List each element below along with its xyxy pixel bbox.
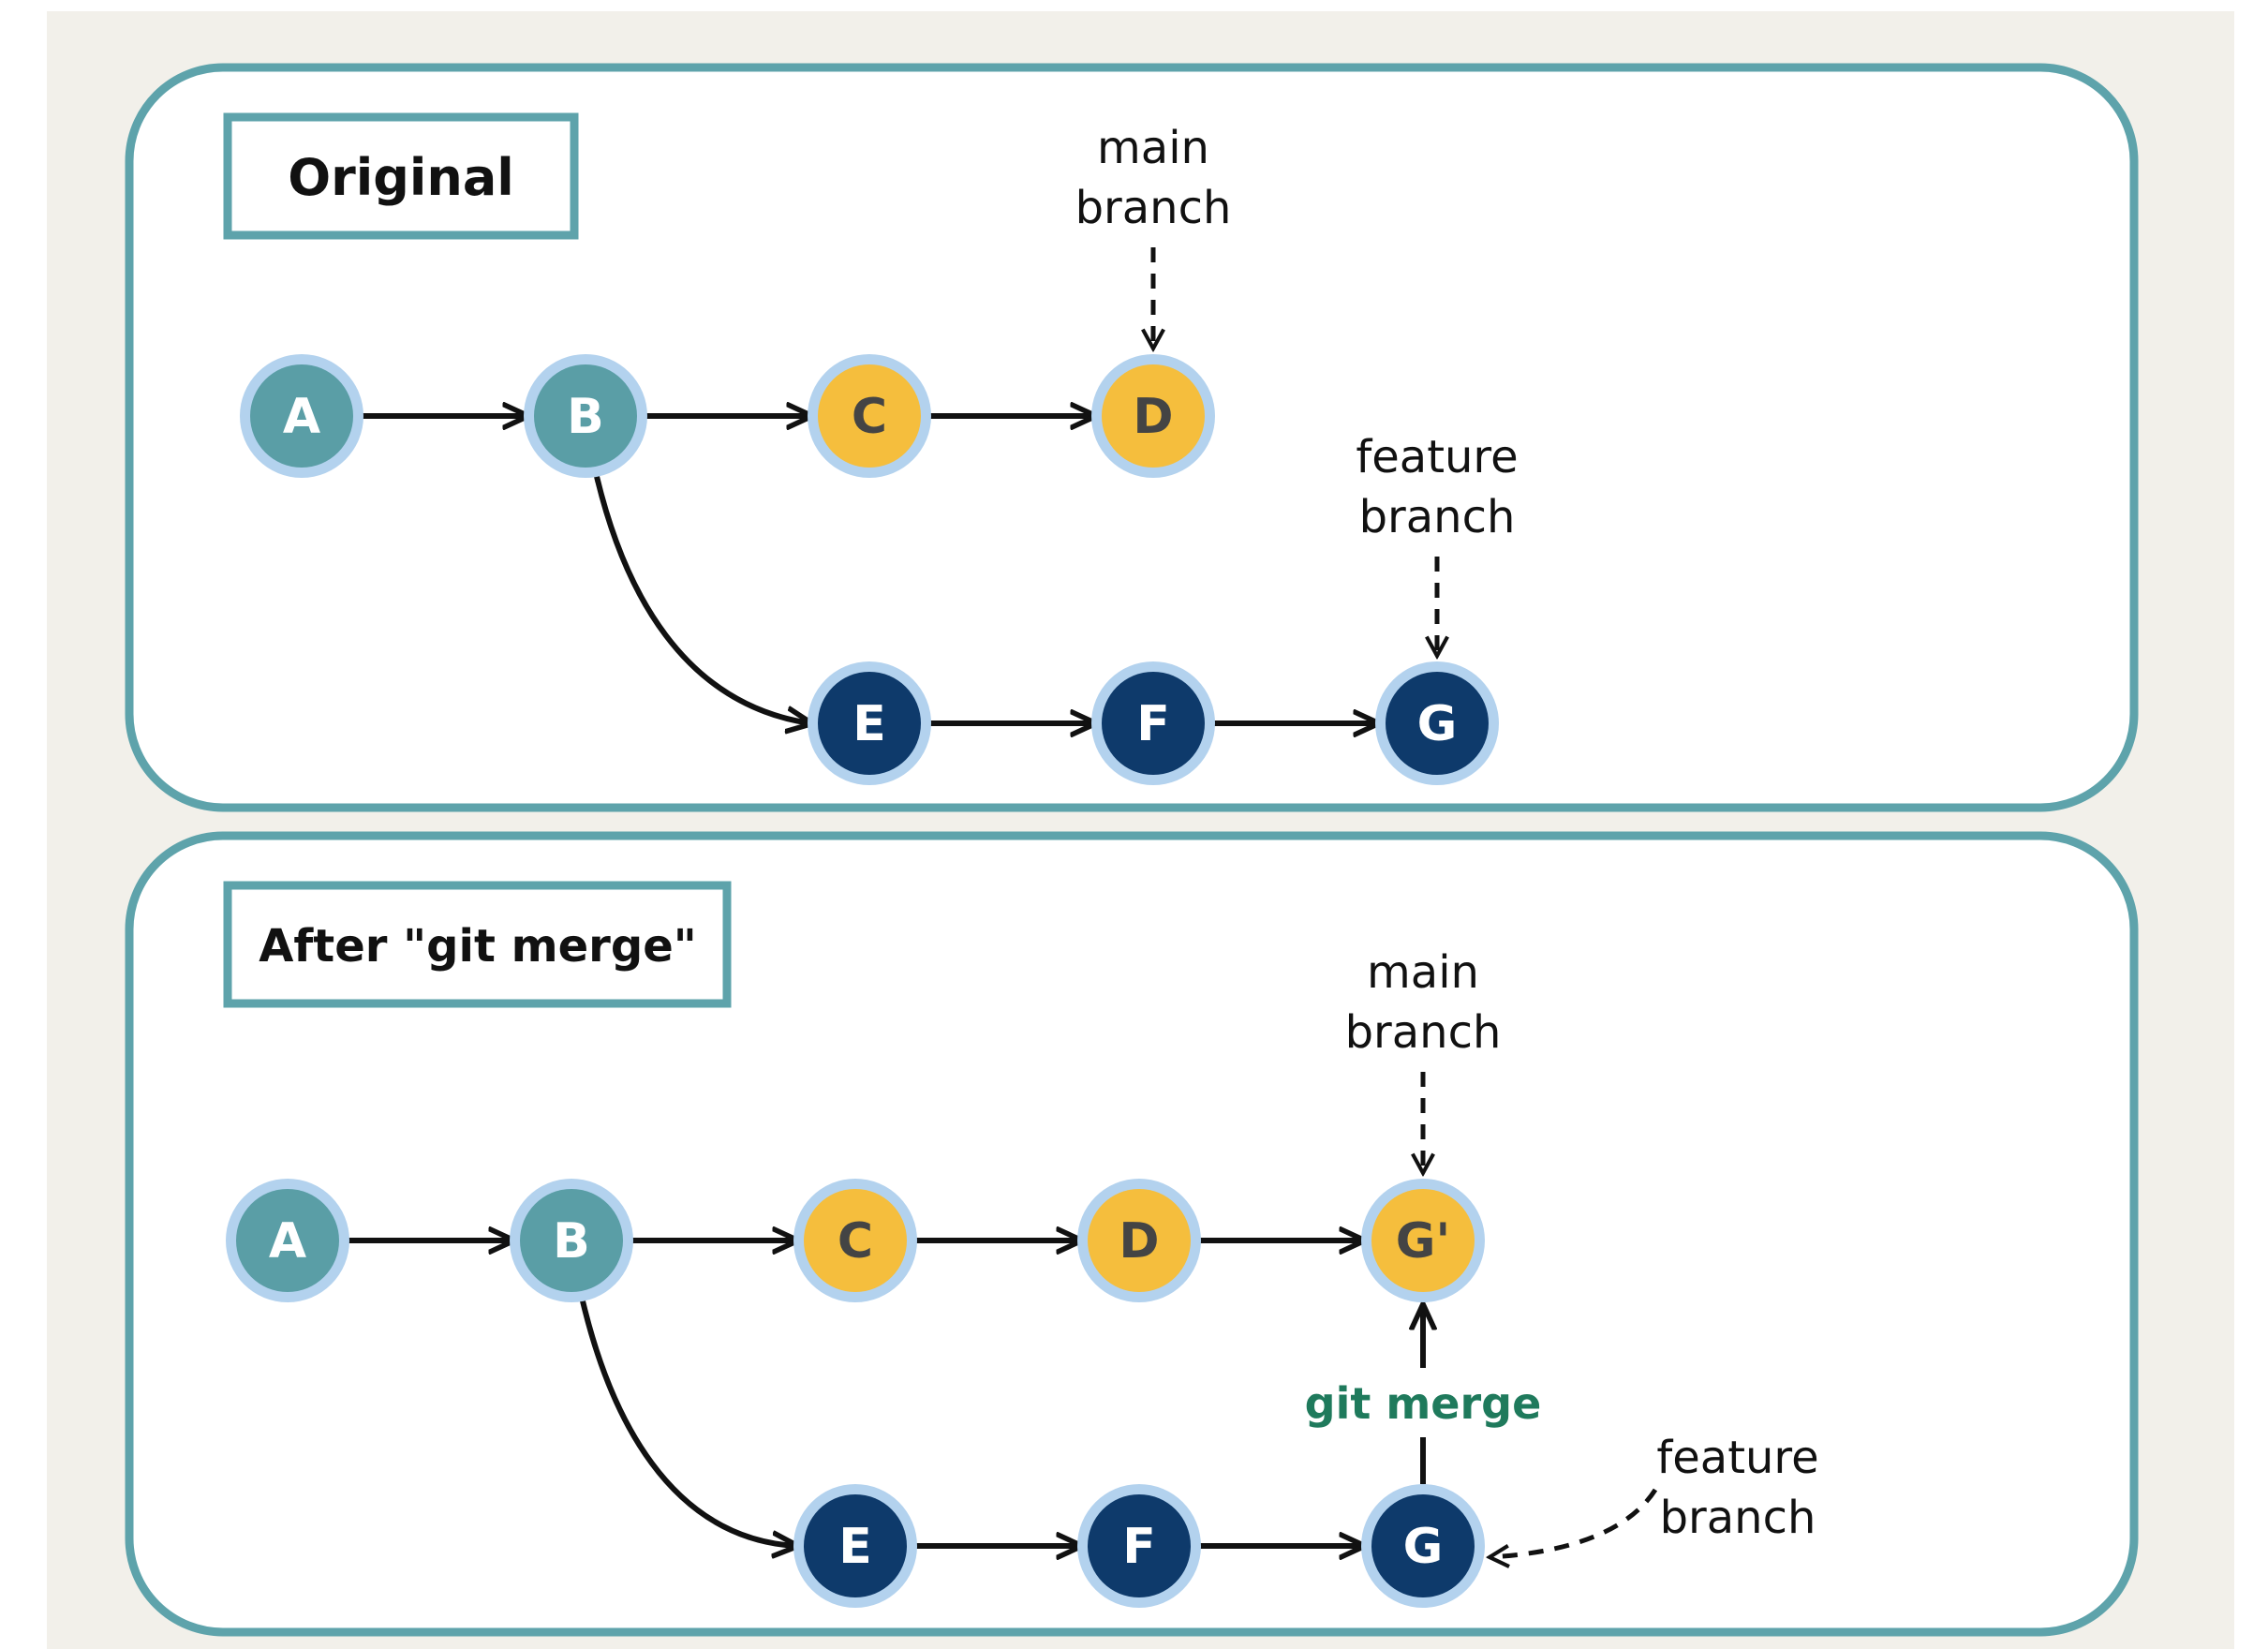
pointer-main-branch: main branch [1075, 122, 1232, 349]
svg-text:feature: feature [1356, 431, 1518, 483]
commit-node-c: C [808, 354, 931, 478]
commit-edges [359, 416, 1377, 723]
svg-text:branch: branch [1660, 1492, 1816, 1544]
svg-text:A: A [283, 389, 320, 445]
svg-text:D: D [1133, 389, 1173, 445]
svg-text:F: F [1122, 1519, 1156, 1575]
panel-title: Original [288, 148, 514, 207]
svg-text:B: B [553, 1213, 590, 1270]
svg-text:C: C [852, 389, 887, 445]
pointer-feature-branch: feature branch [1356, 431, 1519, 656]
commit-node-a: A [226, 1179, 349, 1302]
svg-text:F: F [1136, 696, 1170, 752]
pointer-main-branch: main branch [1345, 946, 1502, 1173]
panel-original: Original A B C D E [125, 63, 2139, 812]
svg-text:D: D [1119, 1213, 1159, 1270]
commit-node-f: F [1077, 1484, 1201, 1608]
svg-text:E: E [852, 696, 886, 752]
commit-node-f: F [1091, 661, 1215, 785]
panel-title-box: Original [223, 112, 579, 240]
commit-node-b: B [524, 354, 647, 478]
svg-text:G: G [1403, 1519, 1444, 1575]
svg-text:branch: branch [1345, 1006, 1502, 1059]
svg-text:G': G' [1396, 1213, 1451, 1270]
commit-node-g: G [1361, 1484, 1485, 1608]
git-merge-diagram: Original A B C D E [125, 63, 2139, 1637]
diagram-canvas: Original A B C D E [47, 11, 2234, 1649]
svg-text:B: B [567, 389, 604, 445]
edge-b-e [592, 468, 810, 723]
svg-text:main: main [1097, 122, 1209, 174]
panel-title-box: After "git merge" [223, 881, 732, 1008]
commit-node-d: D [1077, 1179, 1201, 1302]
svg-text:E: E [838, 1519, 872, 1575]
commit-node-a: A [240, 354, 363, 478]
commit-node-e: E [808, 661, 931, 785]
commit-node-e: E [793, 1484, 917, 1608]
commit-node-g-prime: G' [1361, 1179, 1485, 1302]
svg-text:feature: feature [1656, 1432, 1818, 1484]
edge-b-e [578, 1292, 796, 1546]
svg-text:C: C [838, 1213, 873, 1270]
panel-after-merge: After "git merge" git merge A B C [125, 831, 2139, 1637]
svg-text:branch: branch [1359, 491, 1516, 543]
svg-text:main: main [1367, 946, 1479, 999]
svg-text:A: A [269, 1213, 306, 1270]
commit-edges [345, 1240, 1423, 1546]
svg-text:G: G [1417, 696, 1458, 752]
svg-text:branch: branch [1075, 182, 1232, 234]
merge-label: git merge [1305, 1378, 1542, 1429]
commit-node-c: C [793, 1179, 917, 1302]
panel-title: After "git merge" [259, 920, 697, 973]
commit-node-d: D [1091, 354, 1215, 478]
pointer-feature-branch: feature branch [1490, 1432, 1819, 1557]
commit-node-g: G [1375, 661, 1499, 785]
commit-node-b: B [510, 1179, 633, 1302]
